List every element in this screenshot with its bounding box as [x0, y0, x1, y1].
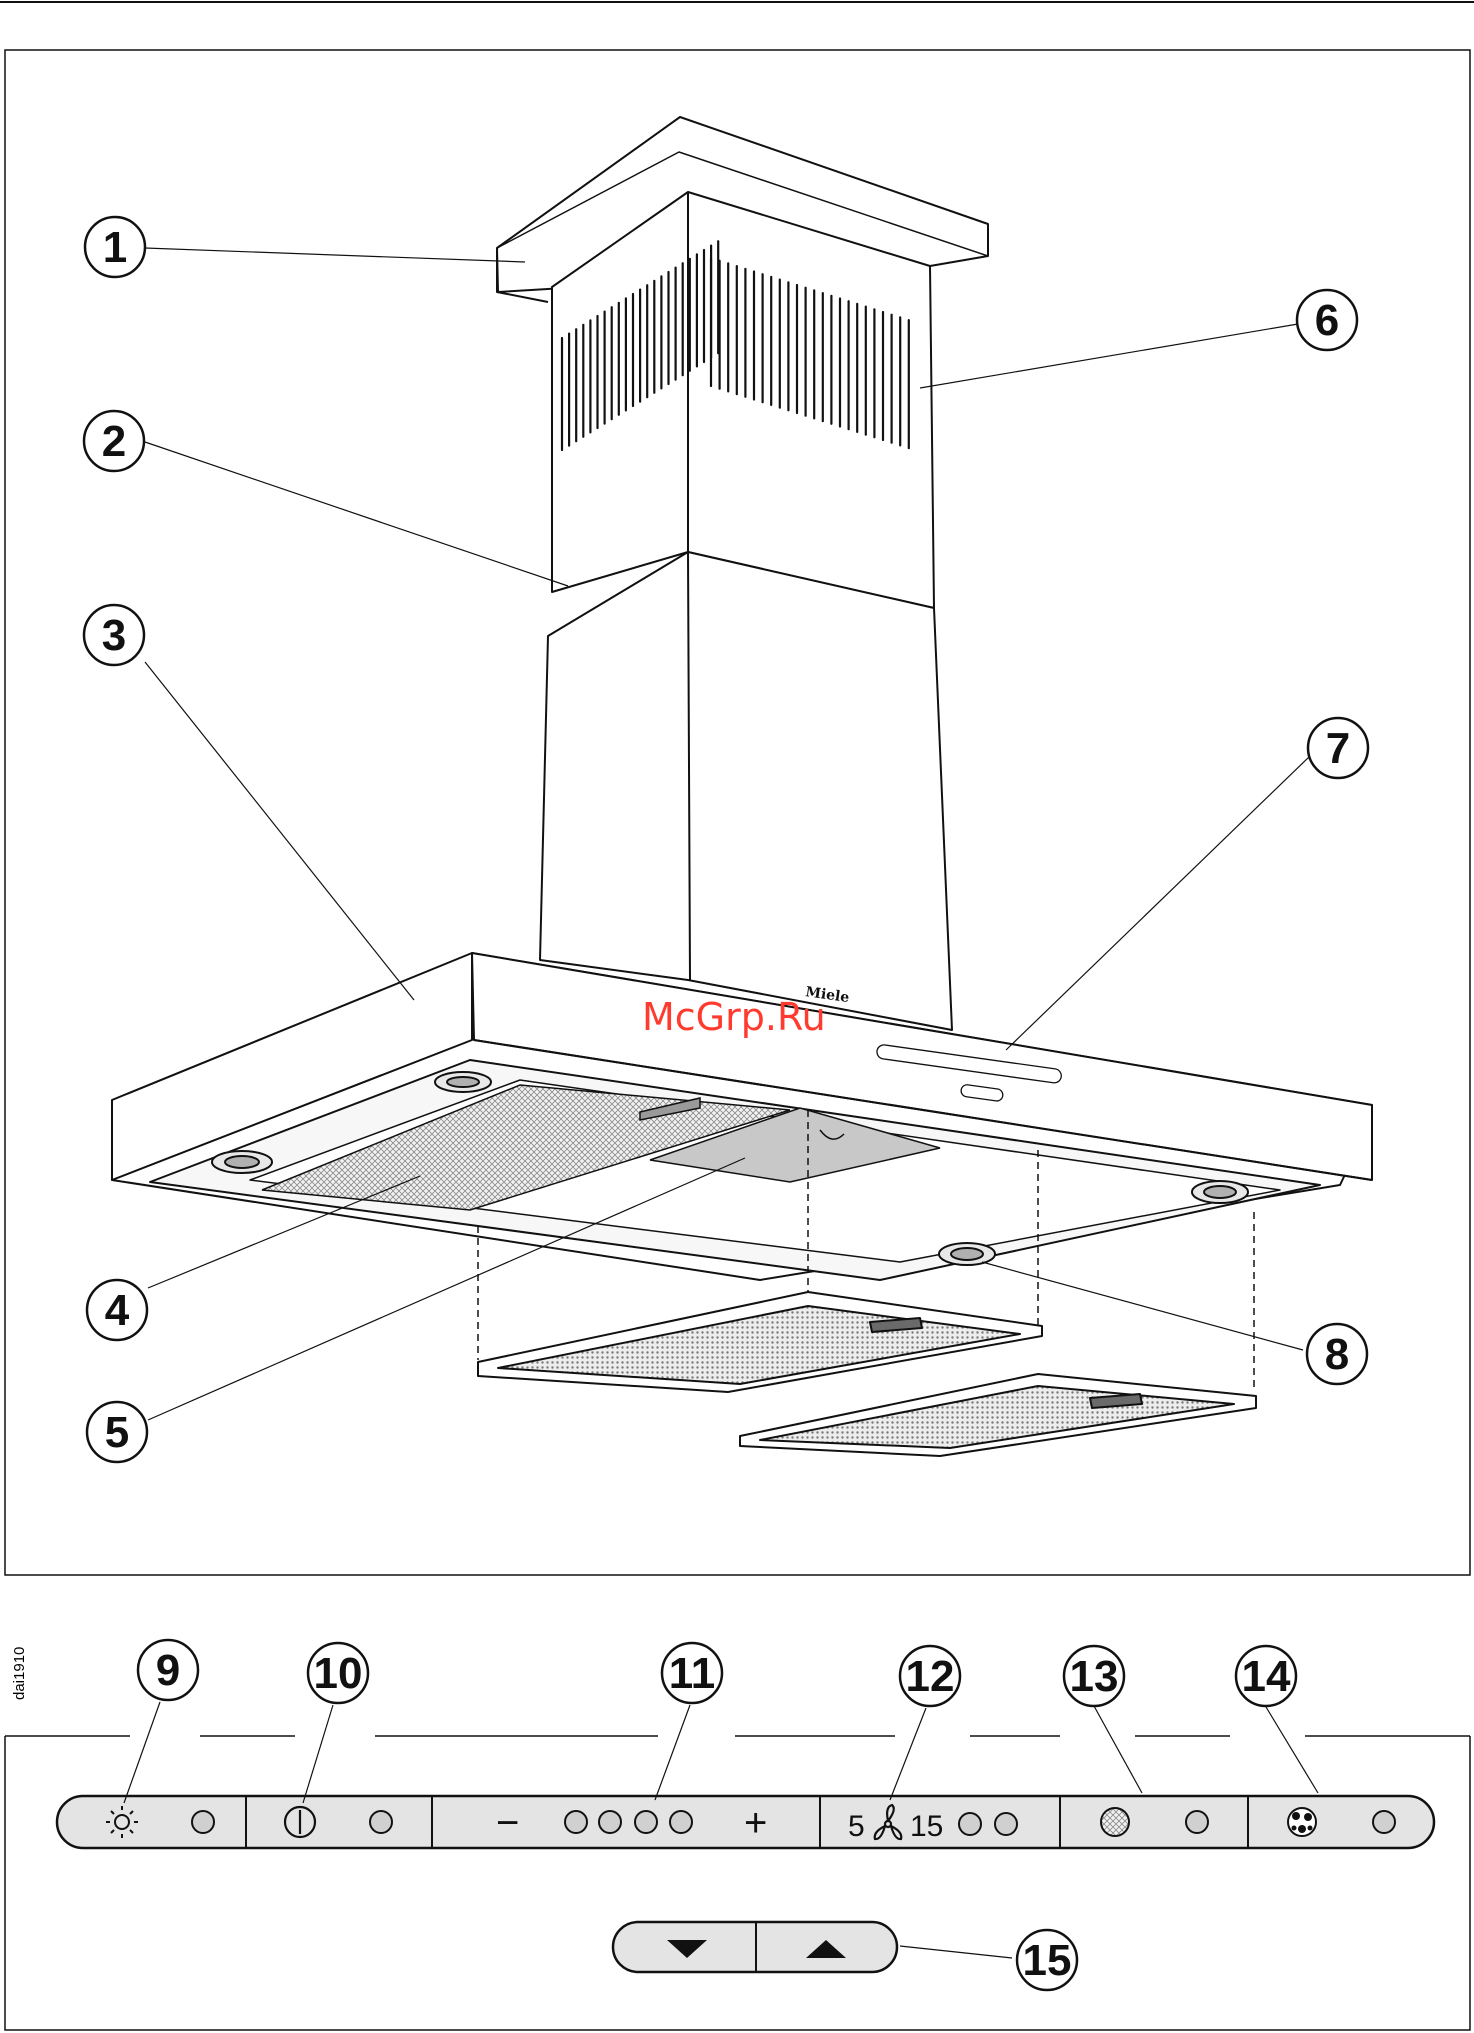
- watermark: McGrp.Ru: [642, 995, 826, 1039]
- figure-code: dai1910: [11, 1647, 28, 1700]
- odour-filter-button[interactable]: [1288, 1808, 1316, 1836]
- arrow-keypad: [613, 1922, 897, 1972]
- minus-button[interactable]: −: [496, 1801, 519, 1845]
- indicator-led: [670, 1811, 692, 1833]
- chimney-upper: [552, 192, 934, 608]
- callout-label-2: 2: [102, 417, 126, 466]
- grease-filter-button[interactable]: [1101, 1808, 1129, 1836]
- grease-filters-removed: [478, 1292, 1256, 1456]
- indicator-led: [1373, 1811, 1395, 1833]
- indicator-led: [599, 1811, 621, 1833]
- lower-frame: [5, 1736, 1470, 2030]
- fan-min-label: 5: [848, 1810, 865, 1843]
- chimney-lower: [540, 552, 952, 1030]
- indicator-led: [192, 1811, 214, 1833]
- callout-label-8: 8: [1325, 1330, 1349, 1379]
- callout-label-11: 11: [669, 1649, 716, 1698]
- callout-label-5: 5: [105, 1408, 129, 1457]
- indicator-led: [565, 1811, 587, 1833]
- callout-label-7: 7: [1326, 724, 1350, 773]
- callout-label-10: 10: [314, 1649, 363, 1698]
- grease-filter-icon: [1101, 1808, 1129, 1836]
- callout-label-15: 15: [1023, 1936, 1072, 1985]
- callout-label-4: 4: [105, 1286, 130, 1335]
- fan-max-label: 15: [910, 1810, 943, 1843]
- callout-label-3: 3: [102, 611, 126, 660]
- callout-label-13: 13: [1070, 1652, 1119, 1701]
- indicator-led: [959, 1813, 981, 1835]
- indicator-led: [635, 1811, 657, 1833]
- hood-chimney: [497, 117, 988, 1030]
- indicator-led: [370, 1811, 392, 1833]
- callout-label-9: 9: [156, 1646, 180, 1695]
- indicator-led: [995, 1813, 1017, 1835]
- callout-label-12: 12: [906, 1652, 955, 1701]
- callout-label-6: 6: [1315, 296, 1339, 345]
- plus-button[interactable]: +: [744, 1801, 767, 1845]
- callout-label-14: 14: [1242, 1652, 1291, 1701]
- callout-label-1: 1: [103, 223, 127, 272]
- odour-filter-icon: [1288, 1808, 1316, 1836]
- indicator-led: [1186, 1811, 1208, 1833]
